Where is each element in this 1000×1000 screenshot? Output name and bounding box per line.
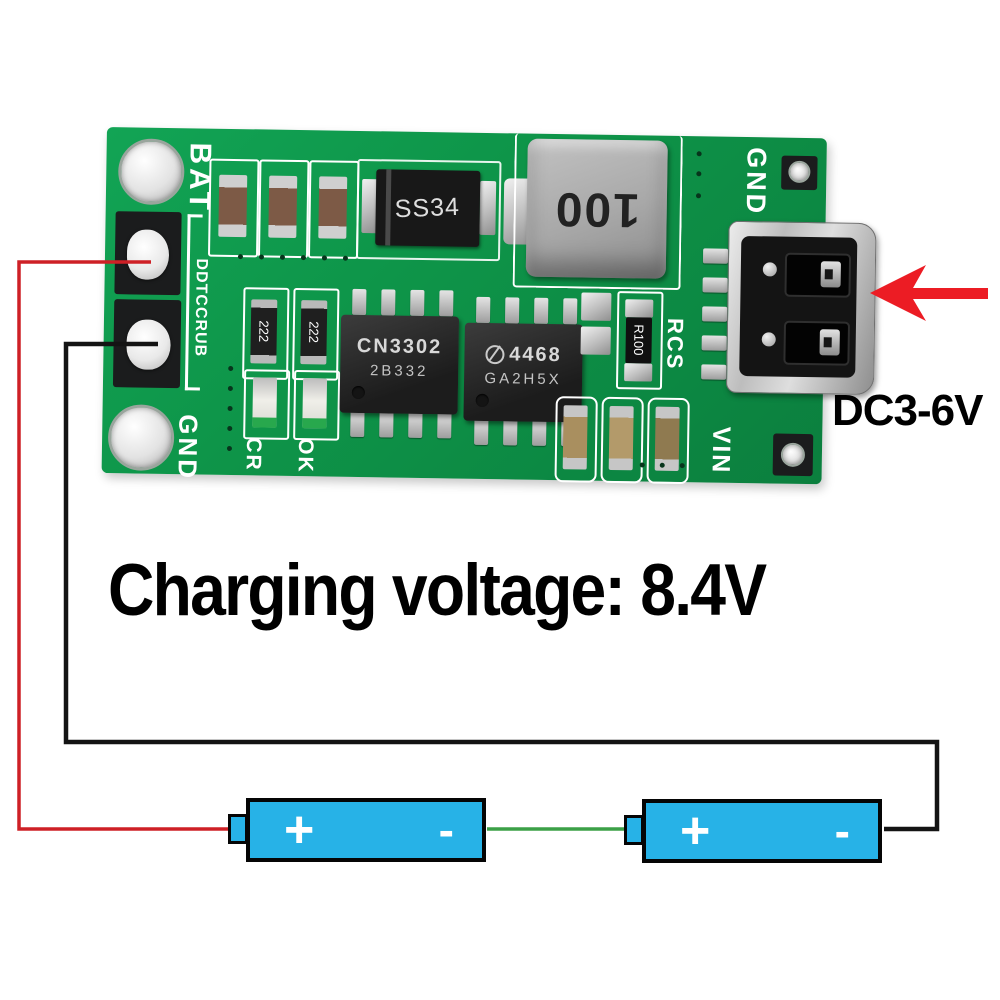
solder-blob xyxy=(126,229,170,280)
ic-marking-line2: 2B332 xyxy=(369,362,429,381)
usb-slot xyxy=(784,252,852,298)
capacitor xyxy=(318,176,348,239)
silkscreen-gnd-top-label: GND xyxy=(740,146,772,217)
ic-pin xyxy=(533,297,549,324)
usb-contact xyxy=(819,329,840,356)
ic-pin xyxy=(379,411,394,438)
ic-pin xyxy=(503,419,518,446)
battery-2-positive-terminal xyxy=(624,815,644,845)
usb-c-port xyxy=(725,220,877,396)
capacitor-outline xyxy=(554,396,598,483)
battery-1-positive-terminal xyxy=(228,814,248,844)
capacitor-222: 222 xyxy=(250,299,278,364)
ic-marking-line1: 4468 xyxy=(509,343,562,367)
ic-pin xyxy=(381,289,396,316)
solder-pad xyxy=(581,292,612,321)
via-dots xyxy=(107,127,112,132)
pcb-board: BAT DDTCCRUB GND GND VIN RCS CR OK SS34 … xyxy=(101,127,877,485)
led-outline xyxy=(243,369,291,440)
ok-led xyxy=(302,378,328,429)
sense-resistor-r100: R100 xyxy=(625,317,653,364)
battery-2: + - xyxy=(642,799,882,863)
ic-pin xyxy=(475,296,491,324)
usb-c-plastic xyxy=(739,235,858,378)
diode-ss34: SS34 xyxy=(375,169,481,247)
charger-ic-cn3302: CN3302 2B332 xyxy=(339,314,460,415)
capacitor-outline: 222 xyxy=(242,287,290,380)
resistor-outline: R100 xyxy=(615,291,664,390)
ic-marking-line1: CN3302 xyxy=(356,334,443,359)
usb-pin xyxy=(701,364,727,380)
solder-blob xyxy=(126,319,171,371)
ic-pin xyxy=(474,418,489,446)
ic-pin xyxy=(504,297,520,324)
ic-pin xyxy=(562,298,578,325)
resistor-marking: R100 xyxy=(630,324,647,357)
ic-pin xyxy=(532,419,547,446)
battery-1: + - xyxy=(246,798,486,862)
capacitor-outline xyxy=(600,396,644,484)
capacitor xyxy=(608,405,634,471)
capacitor-marking: 222 xyxy=(306,321,322,344)
capacitor-222: 222 xyxy=(300,300,328,365)
capacitor xyxy=(562,405,588,470)
ic-pin xyxy=(437,412,452,439)
ic-pin xyxy=(408,411,423,438)
screw-hole-bottom-right xyxy=(780,442,806,468)
silkscreen-ok-label: OK xyxy=(293,437,318,474)
usb-peg xyxy=(761,332,776,347)
usb-contact xyxy=(820,261,841,288)
capacitor-outline: 222 xyxy=(292,287,340,381)
silkscreen-gnd-bottom-label: GND xyxy=(172,414,204,482)
input-voltage-label: DC3-6V xyxy=(832,386,983,435)
power-inductor: 100 xyxy=(525,138,668,279)
charging-voltage-label: Charging voltage: 8.4V xyxy=(108,550,767,631)
screw-hole-top-right xyxy=(788,160,811,184)
led-cathode-mark xyxy=(252,417,277,428)
inductor-marking: 100 xyxy=(553,181,641,236)
ic-pin xyxy=(350,410,365,438)
capacitor-outline xyxy=(207,158,260,258)
capacitor xyxy=(218,174,248,238)
solder-pad xyxy=(580,326,611,355)
screw-hole-top-left xyxy=(117,138,185,206)
screw-hole-bottom-left xyxy=(107,404,175,472)
ic-pin xyxy=(410,289,425,317)
red-arrow-icon xyxy=(870,265,988,321)
solder-pad xyxy=(625,299,654,318)
bat-positive-pad xyxy=(114,211,182,296)
bat-negative-pad xyxy=(112,299,182,389)
mount-pad-bottom-right xyxy=(772,433,814,477)
capacitor xyxy=(654,406,680,472)
usb-pin xyxy=(702,277,728,293)
pin1-dot xyxy=(351,385,365,400)
silkscreen-part-number: DDTCCRUB xyxy=(191,258,210,358)
charge-led xyxy=(252,377,278,428)
solder-pad xyxy=(624,363,653,382)
pin1-dot xyxy=(475,393,489,408)
usb-pin xyxy=(702,248,729,264)
capacitor-outline xyxy=(307,160,360,259)
ao-logo-icon xyxy=(485,344,505,365)
silkscreen-cr-label: CR xyxy=(241,437,266,472)
solder-pad xyxy=(479,180,497,236)
diode-marking: SS34 xyxy=(394,192,461,223)
silkscreen-rcs-label: RCS xyxy=(662,317,689,371)
capacitor-marking: 222 xyxy=(256,320,272,343)
ic-marking-line2: GA2H5X xyxy=(484,369,562,389)
ic-pin xyxy=(439,290,454,317)
usb-pin xyxy=(702,306,728,322)
ic-pin xyxy=(352,288,367,316)
silkscreen-vin-label: VIN xyxy=(706,426,736,475)
capacitor xyxy=(268,175,298,238)
usb-peg xyxy=(762,262,777,277)
usb-pin xyxy=(701,335,727,351)
capacitor-outline xyxy=(257,159,310,259)
capacitor-outline xyxy=(646,397,690,485)
led-outline xyxy=(293,369,341,441)
led-cathode-mark xyxy=(302,418,327,429)
mount-pad-top-right xyxy=(781,155,818,191)
usb-slot xyxy=(783,320,851,366)
